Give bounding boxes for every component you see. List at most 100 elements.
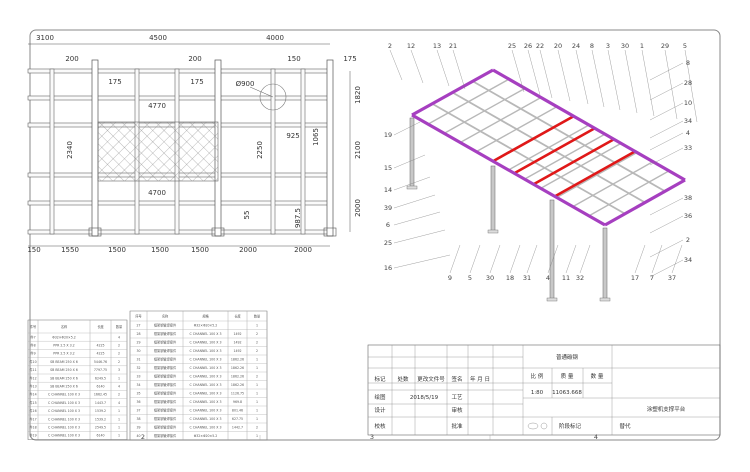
part-label: 5 [683, 42, 687, 50]
leader-line [527, 49, 541, 96]
table-cell: 框架钢管焊接件 [154, 433, 177, 438]
dimension-text: 175 [108, 78, 121, 86]
table-cell: Φ32×Φ20×5.2 [52, 335, 76, 339]
table-cell: 6140 [96, 385, 104, 389]
table-cell: C CHANNEL 100 X 3 [190, 349, 222, 353]
table-cell: 框架钢管焊接件 [154, 339, 177, 344]
table-cell: C CHANNEL 100 X 3 [190, 383, 222, 387]
table-cell: 40 [136, 434, 140, 438]
part-label: 38 [684, 194, 692, 202]
table-cell: 1442.7 [232, 425, 243, 429]
table-cell: 件13 [29, 384, 36, 389]
table-cell: 6249.5 [95, 376, 106, 380]
table-header: 名称 [162, 314, 169, 319]
table-cell: 框架钢管焊接件 [154, 390, 177, 395]
table-cell: 37 [136, 408, 140, 412]
table-cell: Φ32×Φ20×5.2 [194, 434, 218, 438]
leader-line [511, 49, 525, 93]
grid-longbeam [431, 102, 626, 215]
column-post [91, 59, 99, 237]
leader-line [579, 244, 591, 274]
part-label: 16 [384, 264, 392, 272]
table-cell: C CHANNEL 100 X 3 [190, 366, 222, 370]
part-label: 15 [384, 164, 392, 172]
table-cell: 33 [136, 374, 140, 378]
table-cell: 1 [118, 426, 120, 430]
table-cell: 2 [118, 352, 120, 356]
table-cell: 1862.26 [231, 366, 244, 370]
table-cell: 2 [256, 425, 258, 429]
dimension-text: 4500 [149, 34, 167, 42]
table-cell: 6140 [96, 434, 104, 438]
table-cell: 1 [118, 376, 120, 380]
part-label: 6 [386, 221, 390, 229]
table-cell: 4 [118, 385, 120, 389]
title-date-label: 年 月 日 [470, 375, 490, 383]
table-cell: 1 [256, 417, 258, 421]
table-cell: C CHANNEL 100 X 3 [190, 357, 222, 361]
dimension-text: 200 [65, 55, 78, 63]
table-cell: 1 [118, 409, 120, 413]
part-label: 33 [684, 144, 692, 152]
table-cell: 框架钢管焊接件 [154, 424, 177, 429]
dimension-text: 1550 [61, 246, 79, 254]
dimension-text: 4770 [148, 102, 166, 110]
base-plate [211, 227, 225, 237]
table-cell: 35 [136, 391, 140, 395]
part-label: 31 [523, 274, 531, 282]
leader-line [649, 132, 684, 151]
table-cell: 件10 [29, 359, 36, 364]
table-cell: 框架钢管焊接件 [154, 373, 177, 378]
leader-line [651, 244, 663, 274]
table-cell: 1 [118, 434, 120, 438]
part-label: 34 [684, 256, 692, 264]
dimension-text: 150 [287, 55, 300, 63]
leader-line [547, 244, 559, 274]
table-header: 长度 [234, 314, 241, 319]
table-cell: 2549.5 [95, 426, 106, 430]
title-mass-label: 质 量 [561, 372, 574, 380]
dimension-text: 925 [286, 132, 299, 140]
part-label: 10 [684, 99, 692, 107]
base-plate [546, 297, 558, 302]
leader-line [649, 120, 684, 139]
table-cell: 969.8 [233, 400, 242, 404]
grid-longbeam [452, 91, 646, 204]
table-cell: 1539.2 [95, 417, 106, 421]
leader-line [649, 82, 684, 101]
table-cell: 1862.26 [231, 383, 244, 387]
table-cell: Φ32×Φ20×5.2 [194, 323, 218, 327]
table-cell: 框架钢管焊接件 [154, 348, 177, 353]
table-cell: 框架钢管焊接件 [154, 416, 177, 421]
part-label: 4 [546, 274, 550, 282]
table-cell: 27 [136, 323, 140, 327]
leader-line [649, 239, 684, 258]
dimension-text: 4000 [266, 34, 284, 42]
dimension-text: Ø900 [236, 80, 255, 88]
part-label: 30 [486, 274, 494, 282]
table-cell: 1492 [233, 332, 241, 336]
title-design: 设计 [374, 406, 386, 414]
leader-line [393, 154, 426, 169]
table-cell: 1 [256, 408, 258, 412]
table-cell: 2 [256, 340, 258, 344]
part-label: 39 [384, 204, 392, 212]
table-cell: C CHANNEL 100 X 3 [190, 391, 222, 395]
part-label: 19 [384, 131, 392, 139]
dimension-text: 987.5 [294, 208, 302, 228]
dimension-text: 2000 [239, 246, 257, 254]
title-sign: 签名 [451, 375, 462, 383]
table-cell: 件9 [30, 351, 35, 356]
dimension-text: 55 [243, 211, 251, 220]
table-cell: C CHANNEL 100 X 3 [48, 409, 80, 413]
table-cell: C CHANNEL 100 X 3 [190, 332, 222, 336]
grid-longbeam [472, 80, 666, 193]
table-cell: 34 [136, 383, 140, 387]
table-cell: 1492 [233, 349, 241, 353]
table-header: 长度 [97, 324, 104, 329]
table-cell: 件12 [29, 375, 36, 380]
dimension-text: 3100 [36, 34, 54, 42]
